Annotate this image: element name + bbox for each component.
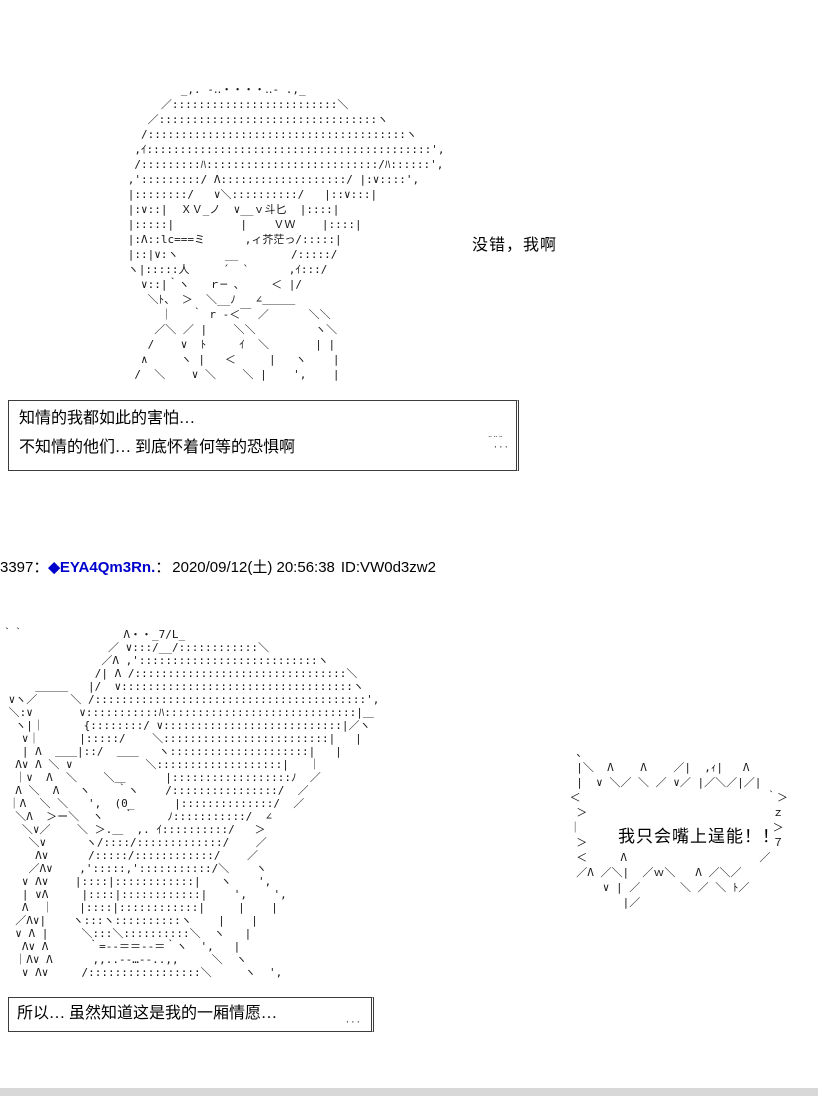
- speech-text: 没错，我啊: [472, 237, 558, 254]
- speech-bubble-text: 我只会嘴上逞能！！: [618, 827, 780, 846]
- post-separator-2: ：: [155, 559, 171, 576]
- post-id: ID:VW0d3zw2: [340, 559, 436, 576]
- box-corner-dots-2: ···: [344, 1018, 361, 1028]
- dialogue-line-2: 不知情的他们… 到底怀着何等的恐惧啊: [19, 439, 296, 456]
- dialogue-line-3: 所以… 虽然知道这是我的一厢情愿…: [17, 1005, 278, 1022]
- box-corner-dots: ¨¨¨ ···: [487, 436, 509, 453]
- dialogue-line-1: 知情的我都如此的害怕…: [19, 410, 196, 427]
- speech-bubble-border: 、 |＼ Λ Λ ／| ,ｨ| Λ | ∨ ＼／ ＼ ／ ∨／ |／＼／|／| …: [569, 746, 789, 909]
- post-tripcode: ◆EYA4Qm3Rn.: [48, 559, 156, 576]
- ascii-art-character-2: ｀｀ Λ・・_7/L_ ／ ∨:::/__/::::::::::::＼ ／Λ ,…: [2, 628, 380, 979]
- ascii-art-character-1: _,. -‥・・・・‥- .,_ ／::::::::::::::::::::::…: [127, 83, 445, 381]
- post-datetime: 2020/09/12(土) 20:56:38: [172, 559, 335, 576]
- dialogue-box-1: 知情的我都如此的害怕… 不知情的他们… 到底怀着何等的恐惧啊 ¨¨¨ ···: [8, 400, 519, 471]
- speech-bubble: 、 |＼ Λ Λ ／| ,ｨ| Λ | ∨ ＼／ ＼ ／ ∨／ |／＼／|／| …: [563, 745, 818, 923]
- post-number: 3397: [0, 559, 34, 576]
- dialogue-box-2: 所以… 虽然知道这是我的一厢情愿… ···: [8, 997, 374, 1032]
- bottom-strip: [0, 1088, 818, 1096]
- post-separator: ：: [33, 559, 49, 576]
